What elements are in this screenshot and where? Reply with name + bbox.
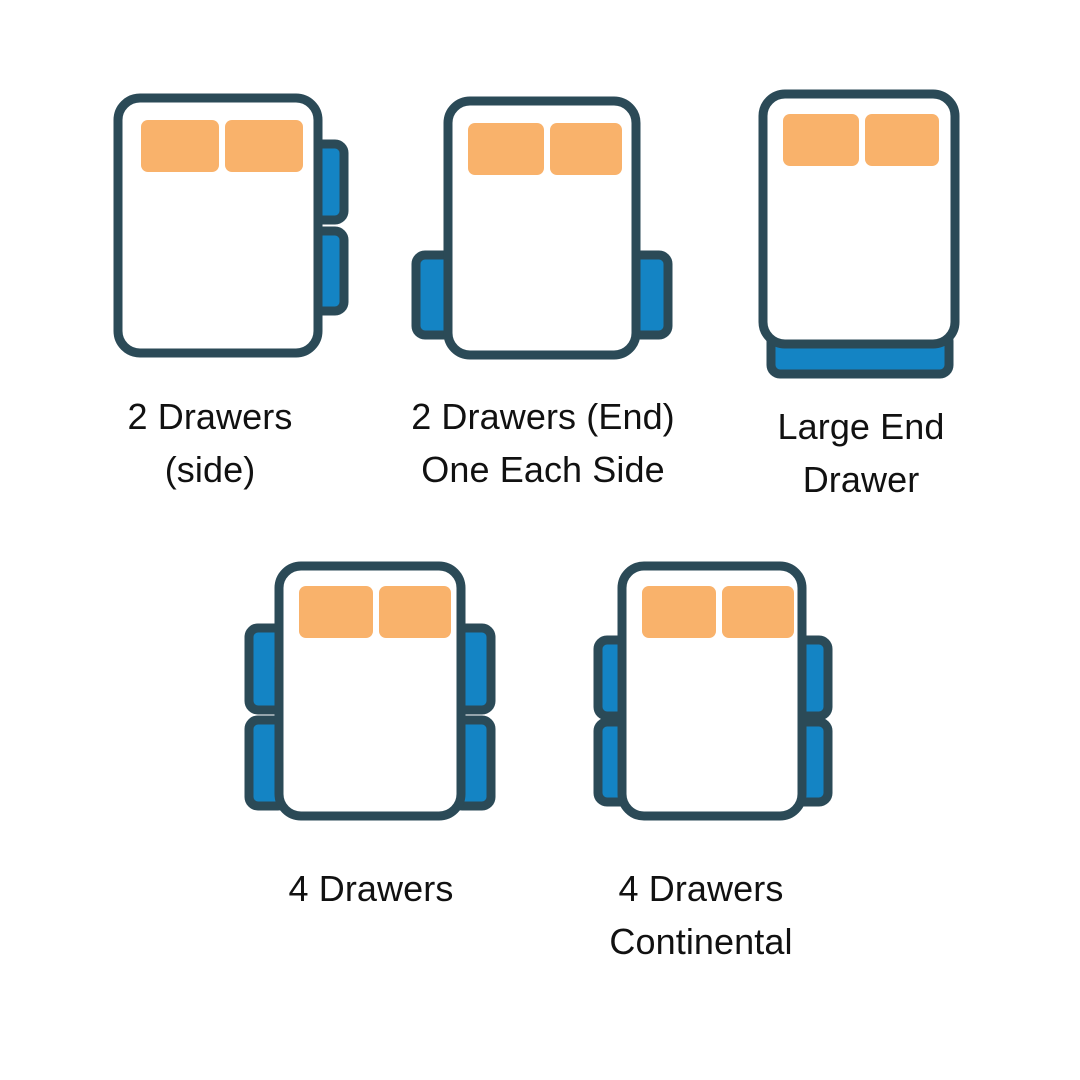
pillow-left (468, 123, 544, 175)
pillow-right (865, 114, 939, 166)
pillow-right (550, 123, 622, 175)
caption-two-drawers-end: 2 Drawers (End) One Each Side (411, 396, 675, 491)
caption-two-drawers-side: 2 Drawers (side) (127, 396, 293, 491)
bed-option-two-drawers-side[interactable] (112, 92, 357, 367)
bed-option-four-drawers-continental[interactable] (588, 560, 836, 822)
pillow-left (642, 586, 716, 638)
bed-option-two-drawers-end[interactable] (410, 95, 675, 370)
bed-option-large-end-drawer[interactable] (757, 88, 962, 383)
caption-four-drawers: 4 Drawers (288, 868, 454, 909)
pillow-right (379, 586, 451, 638)
caption-four-drawers-continental: 4 Drawers Continental (609, 868, 793, 963)
caption-large-end-drawer: Large End Drawer (777, 406, 945, 501)
pillow-left (783, 114, 859, 166)
pillow-left (141, 120, 219, 172)
bed-option-four-drawers[interactable] (243, 560, 497, 822)
pillow-right (722, 586, 794, 638)
pillow-left (299, 586, 373, 638)
pillow-right (225, 120, 303, 172)
